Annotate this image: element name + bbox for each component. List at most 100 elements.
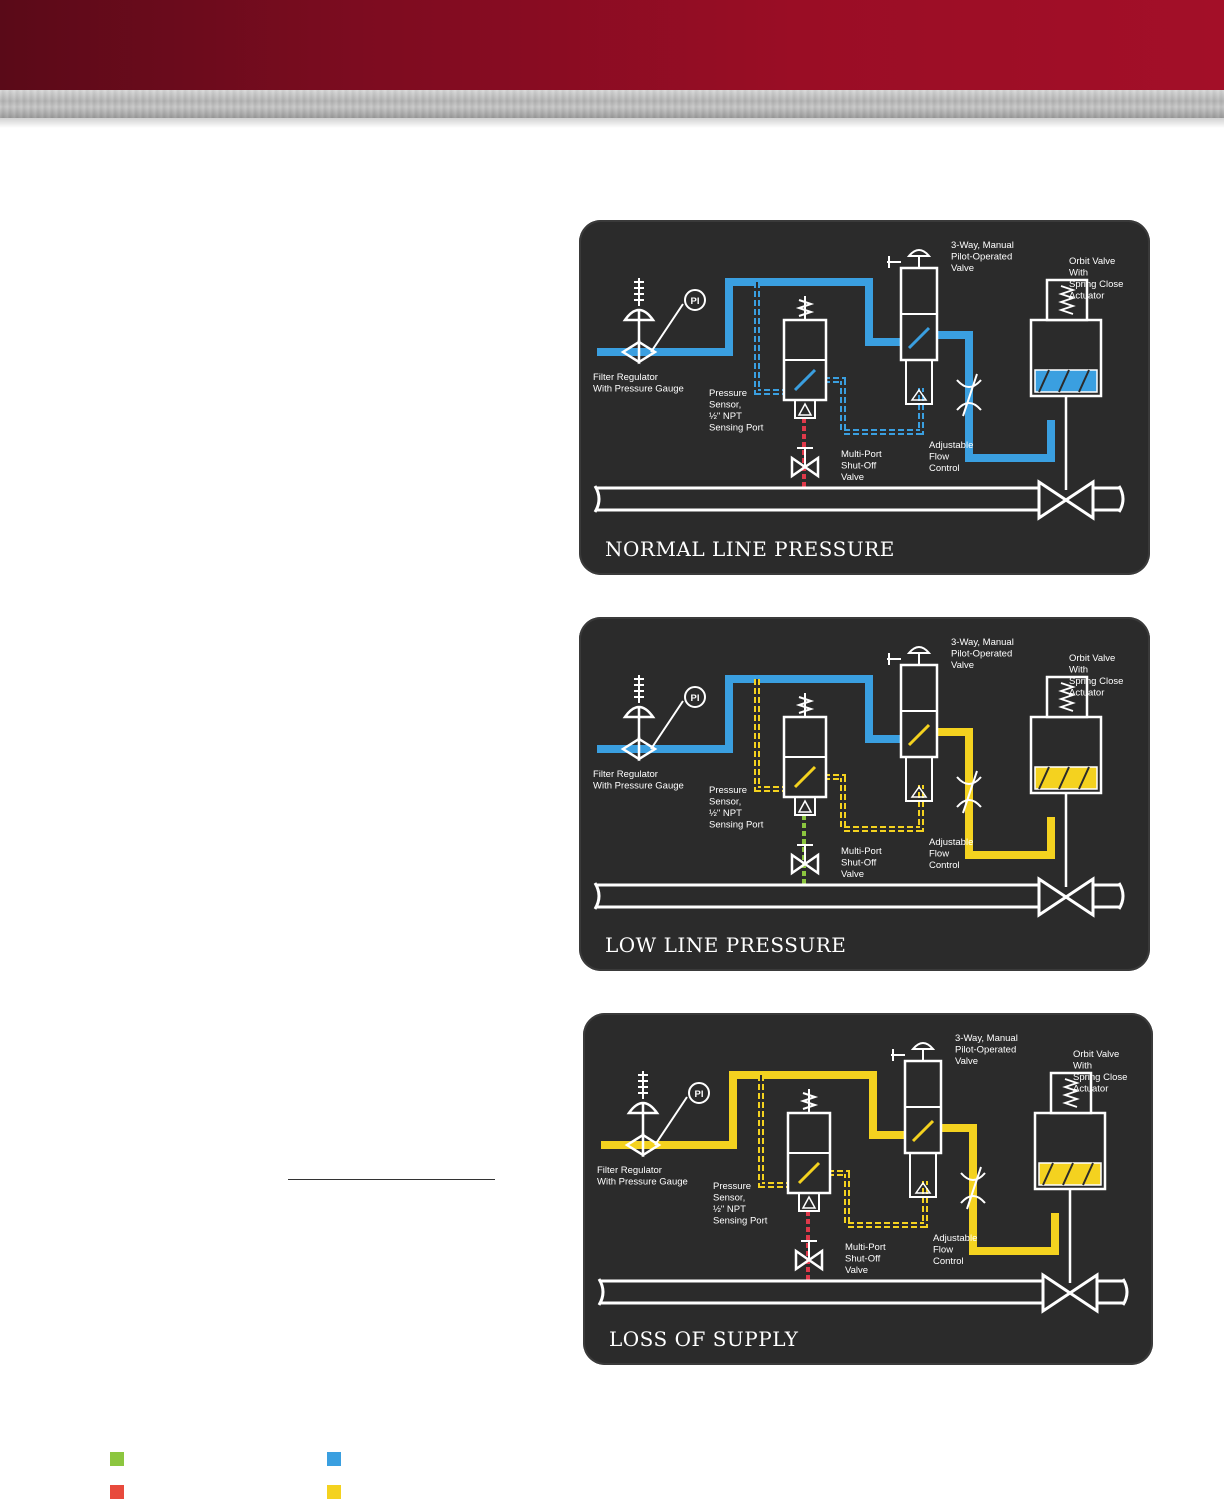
legend-swatch-blue — [327, 1452, 341, 1466]
divider-line — [288, 1179, 495, 1180]
pressure-sensor-spring — [795, 693, 815, 717]
actuator-chamber-hatch — [1042, 1162, 1094, 1186]
pressure-gauge — [684, 289, 706, 311]
pipeline-end-right — [1093, 882, 1125, 910]
sensing-port-triangle — [797, 402, 813, 416]
shutoff-valve-stem — [801, 1240, 817, 1260]
manual-valve-pilot — [909, 1152, 937, 1198]
manual-valve-knob — [887, 249, 932, 268]
supply-line — [601, 1071, 908, 1149]
pipeline — [597, 486, 1039, 512]
manual-valve-pilot — [905, 359, 933, 405]
pilot-line-core — [760, 1075, 793, 1186]
filter-regulator-spring — [638, 1071, 648, 1099]
brushed-metal-strip — [0, 90, 1224, 118]
metal-strip-shadow — [0, 118, 1224, 128]
panel-title: LOSS OF SUPPLY — [609, 1327, 799, 1351]
sensing-port-triangle — [797, 799, 813, 813]
manual-valve-arrow — [907, 723, 931, 747]
sensing-port — [798, 1192, 820, 1212]
supply-line — [597, 278, 904, 356]
pressure-gauge-label: PI — [691, 693, 700, 704]
actuator-chamber-hatch — [1038, 369, 1090, 393]
shutoff-valve — [790, 455, 820, 479]
filter-regulator-body — [620, 339, 658, 365]
output-line — [919, 728, 1055, 859]
manual-valve-arrow — [911, 1119, 935, 1143]
output-line — [919, 331, 1055, 462]
shutoff-valve-stem — [797, 844, 813, 864]
manual-valve-knob — [891, 1042, 936, 1061]
sensing-port — [794, 796, 816, 816]
pipeline-end-right — [1093, 485, 1125, 513]
pressure-gauge — [688, 1082, 710, 1104]
pipeline — [597, 883, 1039, 909]
flow-control-icon — [956, 770, 982, 814]
manual-valve-knob — [887, 646, 932, 665]
filter-regulator-diaphragm — [622, 308, 656, 342]
exhaust-line-core — [824, 776, 922, 830]
legend-swatch-green — [110, 1452, 124, 1466]
shutoff-valve — [790, 852, 820, 876]
pipeline-end-left — [593, 882, 601, 910]
pressure-sensor-arrow — [793, 368, 817, 392]
filter-regulator-spring — [634, 675, 644, 703]
panel-title: NORMAL LINE PRESSURE — [605, 537, 895, 561]
gauge-lead — [650, 700, 684, 750]
pressure-gauge-label: PI — [695, 1089, 704, 1100]
pipeline — [601, 1279, 1043, 1305]
exhaust-line-core — [828, 1172, 926, 1226]
pressure-sensor-spring — [799, 1089, 819, 1113]
shutoff-valve-stem — [797, 447, 813, 467]
legend-swatch-red — [110, 1485, 124, 1499]
actuator-spring — [1058, 285, 1076, 315]
orbit-valve-symbol — [1037, 876, 1095, 918]
sensing-port-triangle — [801, 1195, 817, 1209]
flow-control-icon — [960, 1166, 986, 1210]
manual-valve-pilot — [905, 756, 933, 802]
shutoff-valve — [794, 1248, 824, 1272]
sensing-port — [794, 399, 816, 419]
filter-regulator-spring — [634, 278, 644, 306]
actuator-chamber-hatch — [1038, 766, 1090, 790]
manual-valve-pilot-triangle — [914, 1181, 932, 1194]
actuator-spring — [1062, 1078, 1080, 1108]
filter-regulator-diaphragm — [626, 1101, 660, 1135]
panel-title: LOW LINE PRESSURE — [605, 933, 847, 957]
supply-line — [597, 675, 904, 753]
pipeline-end-left — [597, 1278, 605, 1306]
filter-regulator-body — [624, 1132, 662, 1158]
orbit-valve-symbol — [1041, 1272, 1099, 1314]
header-band — [0, 0, 1224, 92]
legend-swatch-yellow — [327, 1485, 341, 1499]
gauge-lead — [650, 303, 684, 353]
pressure-sensor-arrow — [797, 1161, 821, 1185]
pressure-gauge-label: PI — [691, 296, 700, 307]
pipeline-end-right — [1097, 1278, 1129, 1306]
pipeline-end-left — [593, 485, 601, 513]
pilot-line-core — [756, 282, 789, 393]
pressure-sensor-spring — [795, 296, 815, 320]
actuator-spring — [1058, 682, 1076, 712]
